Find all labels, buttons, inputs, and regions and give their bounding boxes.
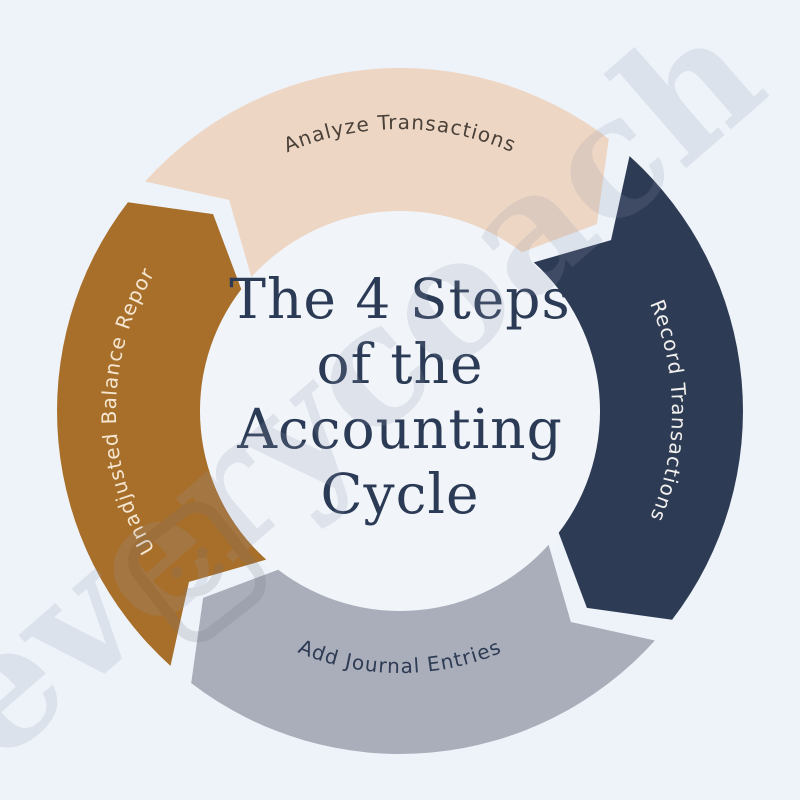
arc-unadjusted-balance-report — [57, 202, 267, 666]
title-line-3: Accounting — [236, 397, 563, 461]
title-line-4: Cycle — [320, 462, 479, 526]
smiley-badge-icon — [128, 501, 266, 643]
title-line-1: The 4 Steps — [229, 267, 570, 331]
arc-record-transactions — [533, 156, 743, 620]
inner-circle — [195, 206, 605, 616]
page-title: The 4 Steps of the Accounting Cycle — [229, 267, 570, 526]
arc-analyze-transactions — [145, 68, 609, 278]
arc-add-journal-entries — [191, 544, 655, 754]
title-line-2: of the — [316, 332, 483, 396]
